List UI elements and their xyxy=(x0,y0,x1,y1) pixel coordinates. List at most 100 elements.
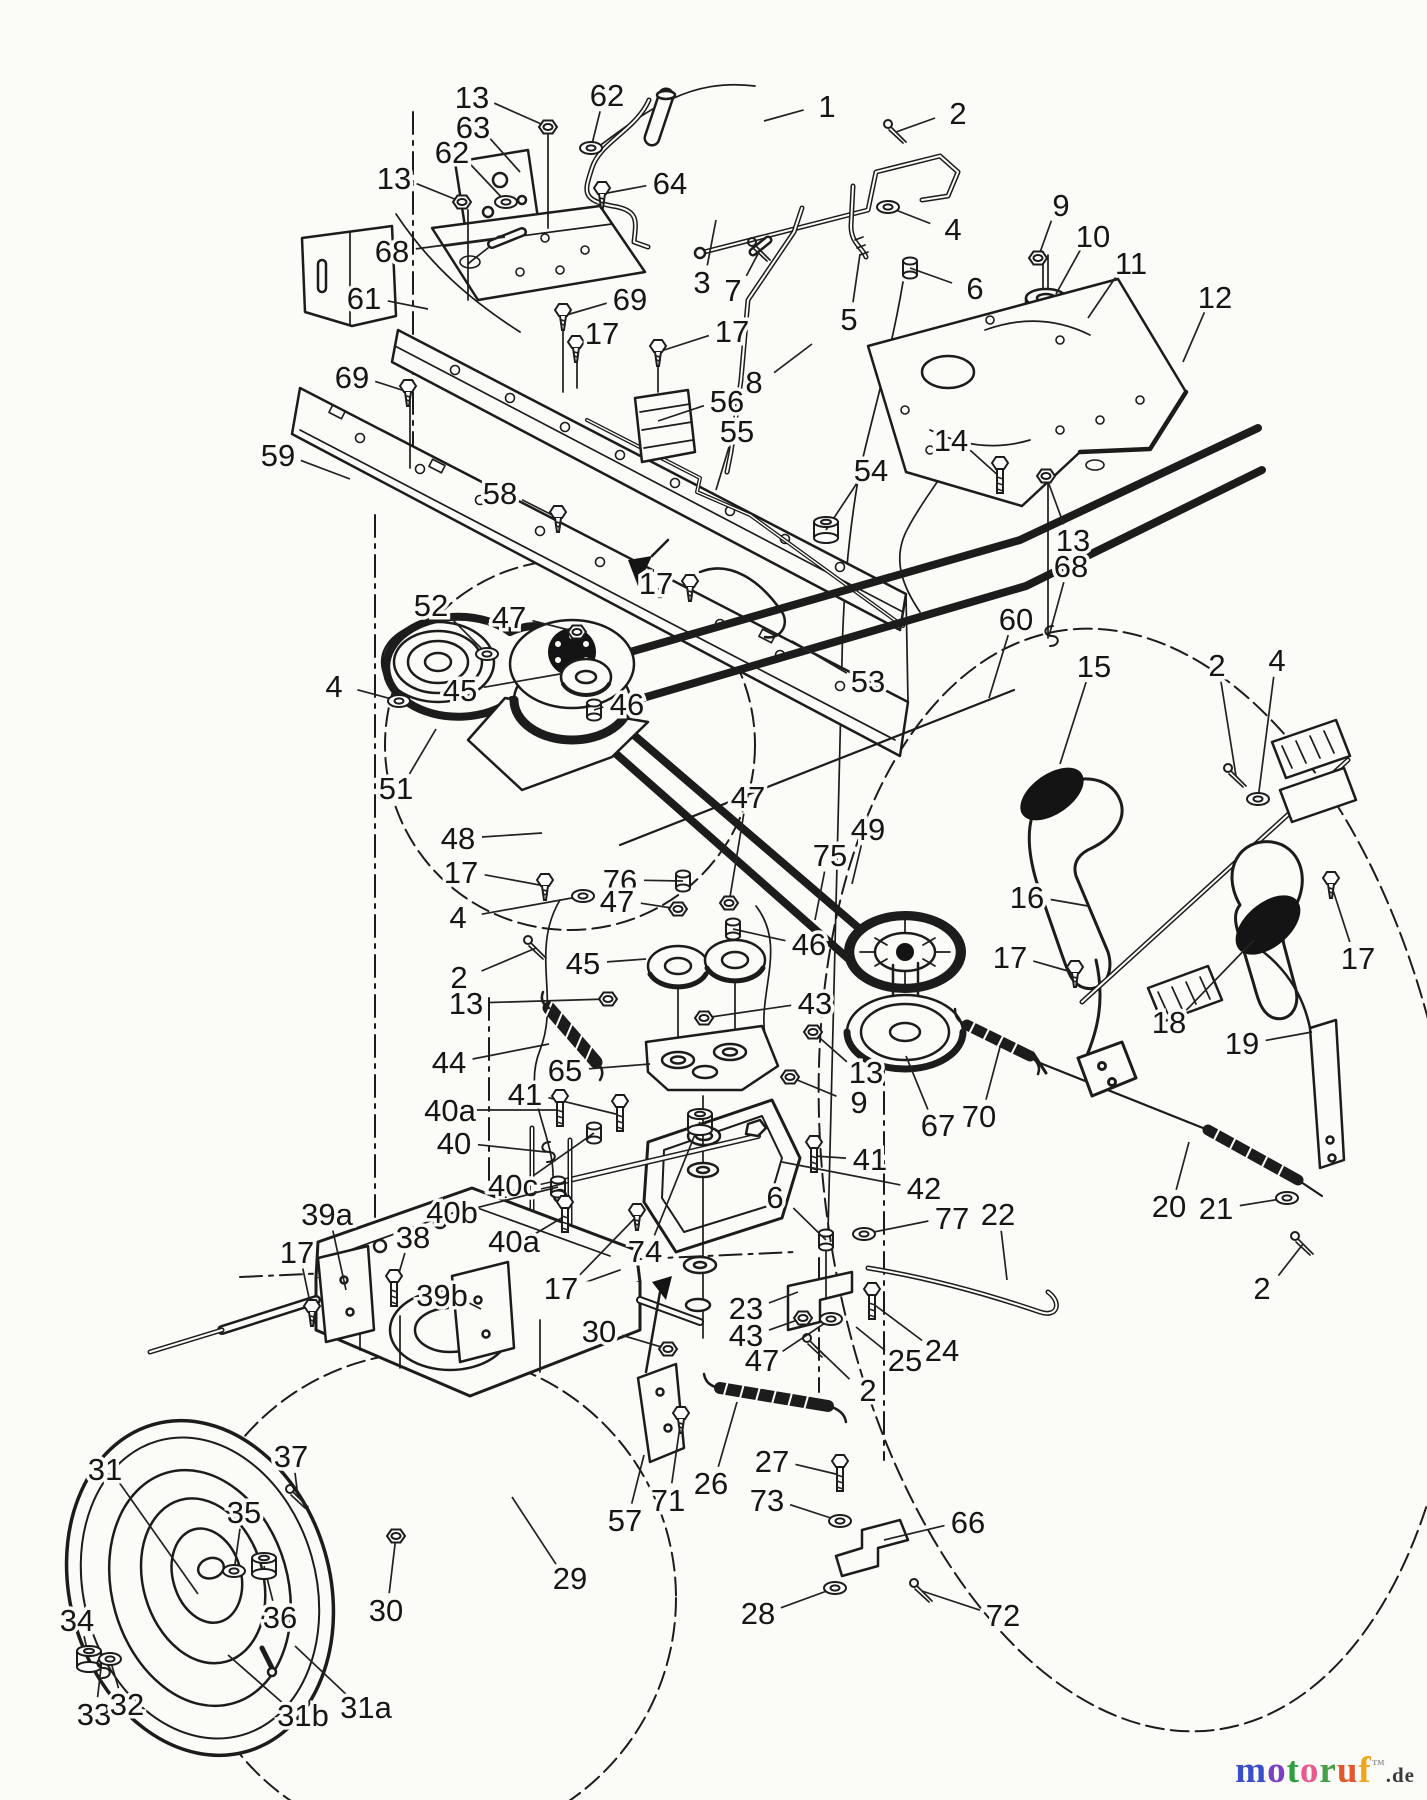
part-number[interactable]: 23 xyxy=(725,1288,766,1330)
part-number[interactable]: 57 xyxy=(604,1500,645,1542)
part-label-13-4[interactable]: 13 xyxy=(445,983,619,1025)
part-number[interactable]: 13 xyxy=(1052,520,1093,562)
part-number[interactable]: 67 xyxy=(917,1105,958,1147)
part-number[interactable]: 51 xyxy=(375,768,416,810)
part-label-46-2[interactable]: 46 xyxy=(725,917,830,966)
part-number[interactable]: 9 xyxy=(847,1082,871,1124)
part-label-74[interactable]: 74 xyxy=(624,1108,713,1273)
part-label-30-1[interactable]: 30 xyxy=(578,1311,679,1357)
part-label-75[interactable]: 75 xyxy=(809,835,851,921)
part-number[interactable]: 13 xyxy=(451,77,492,119)
part-number[interactable]: 18 xyxy=(1148,1002,1189,1044)
part-label-60[interactable]: 60 xyxy=(988,599,1037,699)
part-number[interactable]: 34 xyxy=(56,1600,97,1642)
part-label-13-5[interactable]: 13 xyxy=(802,1024,887,1094)
part-label-6-2[interactable]: 6 xyxy=(763,1177,834,1252)
part-number[interactable]: 62 xyxy=(431,132,472,174)
part-number[interactable]: 48 xyxy=(437,818,478,860)
part-label-17-7[interactable]: 17 xyxy=(989,937,1085,988)
part-label-61[interactable]: 61 xyxy=(343,278,429,320)
part-number[interactable]: 47 xyxy=(741,1340,782,1382)
part-label-51[interactable]: 51 xyxy=(375,728,437,810)
part-label-68-1[interactable]: 68 xyxy=(371,231,506,273)
part-number[interactable]: 37 xyxy=(270,1436,311,1478)
part-label-47-3[interactable]: 47 xyxy=(718,777,769,911)
part-number[interactable]: 45 xyxy=(439,670,480,712)
part-number[interactable]: 28 xyxy=(737,1593,778,1635)
part-label-14[interactable]: 14 xyxy=(930,420,1010,494)
part-number[interactable]: 39b xyxy=(413,1275,472,1317)
part-number[interactable]: 21 xyxy=(1195,1188,1236,1230)
part-number[interactable]: 33 xyxy=(73,1694,114,1736)
part-label-40a-2[interactable]: 40a xyxy=(485,1195,575,1263)
part-number[interactable]: 20 xyxy=(1148,1186,1189,1228)
part-label-43-2[interactable]: 43 xyxy=(725,1310,814,1357)
part-number[interactable]: 43 xyxy=(725,1315,766,1357)
part-number[interactable]: 17 xyxy=(440,852,481,894)
part-label-4-3[interactable]: 4 xyxy=(446,889,595,939)
part-label-1[interactable]: 1 xyxy=(763,86,839,128)
part-label-11[interactable]: 11 xyxy=(1087,243,1151,319)
part-number[interactable]: 17 xyxy=(581,313,622,355)
part-label-45-1[interactable]: 45 xyxy=(439,670,561,712)
part-label-62-2[interactable]: 62 xyxy=(431,132,518,209)
part-number[interactable]: 41 xyxy=(849,1139,890,1181)
part-number[interactable]: 4 xyxy=(941,209,965,251)
part-label-33[interactable]: 33 xyxy=(73,1657,115,1736)
part-label-26[interactable]: 26 xyxy=(690,1401,738,1505)
part-label-71[interactable]: 71 xyxy=(647,1406,691,1522)
part-number[interactable]: 9 xyxy=(1049,185,1073,227)
part-number[interactable]: 40a xyxy=(485,1221,544,1263)
part-number[interactable]: 30 xyxy=(578,1311,619,1353)
part-number[interactable]: 4 xyxy=(322,666,346,708)
part-number[interactable]: 11 xyxy=(1111,243,1150,285)
part-label-15[interactable]: 15 xyxy=(1059,646,1115,765)
part-number[interactable]: 31 xyxy=(84,1449,125,1491)
part-label-45-2[interactable]: 45 xyxy=(562,943,647,985)
part-label-17-6[interactable]: 17 xyxy=(540,1203,647,1310)
part-number[interactable]: 59 xyxy=(257,435,298,477)
part-number[interactable]: 2 xyxy=(856,1370,880,1412)
part-number[interactable]: 14 xyxy=(930,420,971,462)
part-label-30-2[interactable]: 30 xyxy=(365,1528,407,1632)
part-label-13-1[interactable]: 13 xyxy=(451,77,559,135)
part-label-31a[interactable]: 31a xyxy=(294,1645,396,1729)
part-label-27[interactable]: 27 xyxy=(751,1441,850,1492)
part-label-34[interactable]: 34 xyxy=(56,1600,102,1673)
part-label-47-1[interactable]: 47 xyxy=(488,597,588,640)
part-number[interactable]: 72 xyxy=(982,1595,1023,1637)
part-label-59[interactable]: 59 xyxy=(257,435,351,480)
part-number[interactable]: 40a xyxy=(421,1090,480,1132)
part-number[interactable]: 29 xyxy=(549,1558,590,1600)
part-label-18[interactable]: 18 xyxy=(1148,939,1255,1044)
part-label-4-4[interactable]: 4 xyxy=(1246,640,1289,806)
part-label-28[interactable]: 28 xyxy=(737,1581,847,1635)
part-number[interactable]: 69 xyxy=(609,279,650,321)
part-number[interactable]: 6 xyxy=(963,268,987,310)
part-label-4-2[interactable]: 4 xyxy=(322,666,411,708)
part-label-3[interactable]: 3 xyxy=(690,219,717,304)
part-number[interactable]: 2 xyxy=(1205,645,1229,687)
part-number[interactable]: 53 xyxy=(847,661,888,703)
part-label-68-2[interactable]: 68 xyxy=(1044,546,1092,647)
part-number[interactable]: 75 xyxy=(809,835,850,877)
part-label-47-4[interactable]: 47 xyxy=(741,1312,843,1382)
part-label-17-3[interactable]: 17 xyxy=(635,563,700,605)
part-number[interactable]: 2 xyxy=(447,957,471,999)
part-number[interactable]: 40c xyxy=(485,1165,542,1207)
part-label-32[interactable]: 32 xyxy=(98,1652,148,1726)
part-number[interactable]: 73 xyxy=(746,1480,787,1522)
part-number[interactable]: 44 xyxy=(428,1042,469,1084)
part-label-10[interactable]: 10 xyxy=(1055,216,1114,295)
part-label-43-1[interactable]: 43 xyxy=(693,983,836,1026)
part-number[interactable]: 58 xyxy=(479,473,520,515)
part-number[interactable]: 65 xyxy=(544,1050,585,1092)
part-label-9-2[interactable]: 9 xyxy=(779,1069,871,1124)
part-number[interactable]: 69 xyxy=(331,357,372,399)
part-number[interactable]: 27 xyxy=(751,1441,792,1483)
part-label-13-3[interactable]: 13 xyxy=(1035,468,1094,562)
part-number[interactable]: 64 xyxy=(649,163,690,205)
part-number[interactable]: 1 xyxy=(815,86,839,128)
part-label-29[interactable]: 29 xyxy=(511,1496,591,1600)
motoruf-watermark[interactable]: motoruf™.de xyxy=(1235,1749,1415,1792)
